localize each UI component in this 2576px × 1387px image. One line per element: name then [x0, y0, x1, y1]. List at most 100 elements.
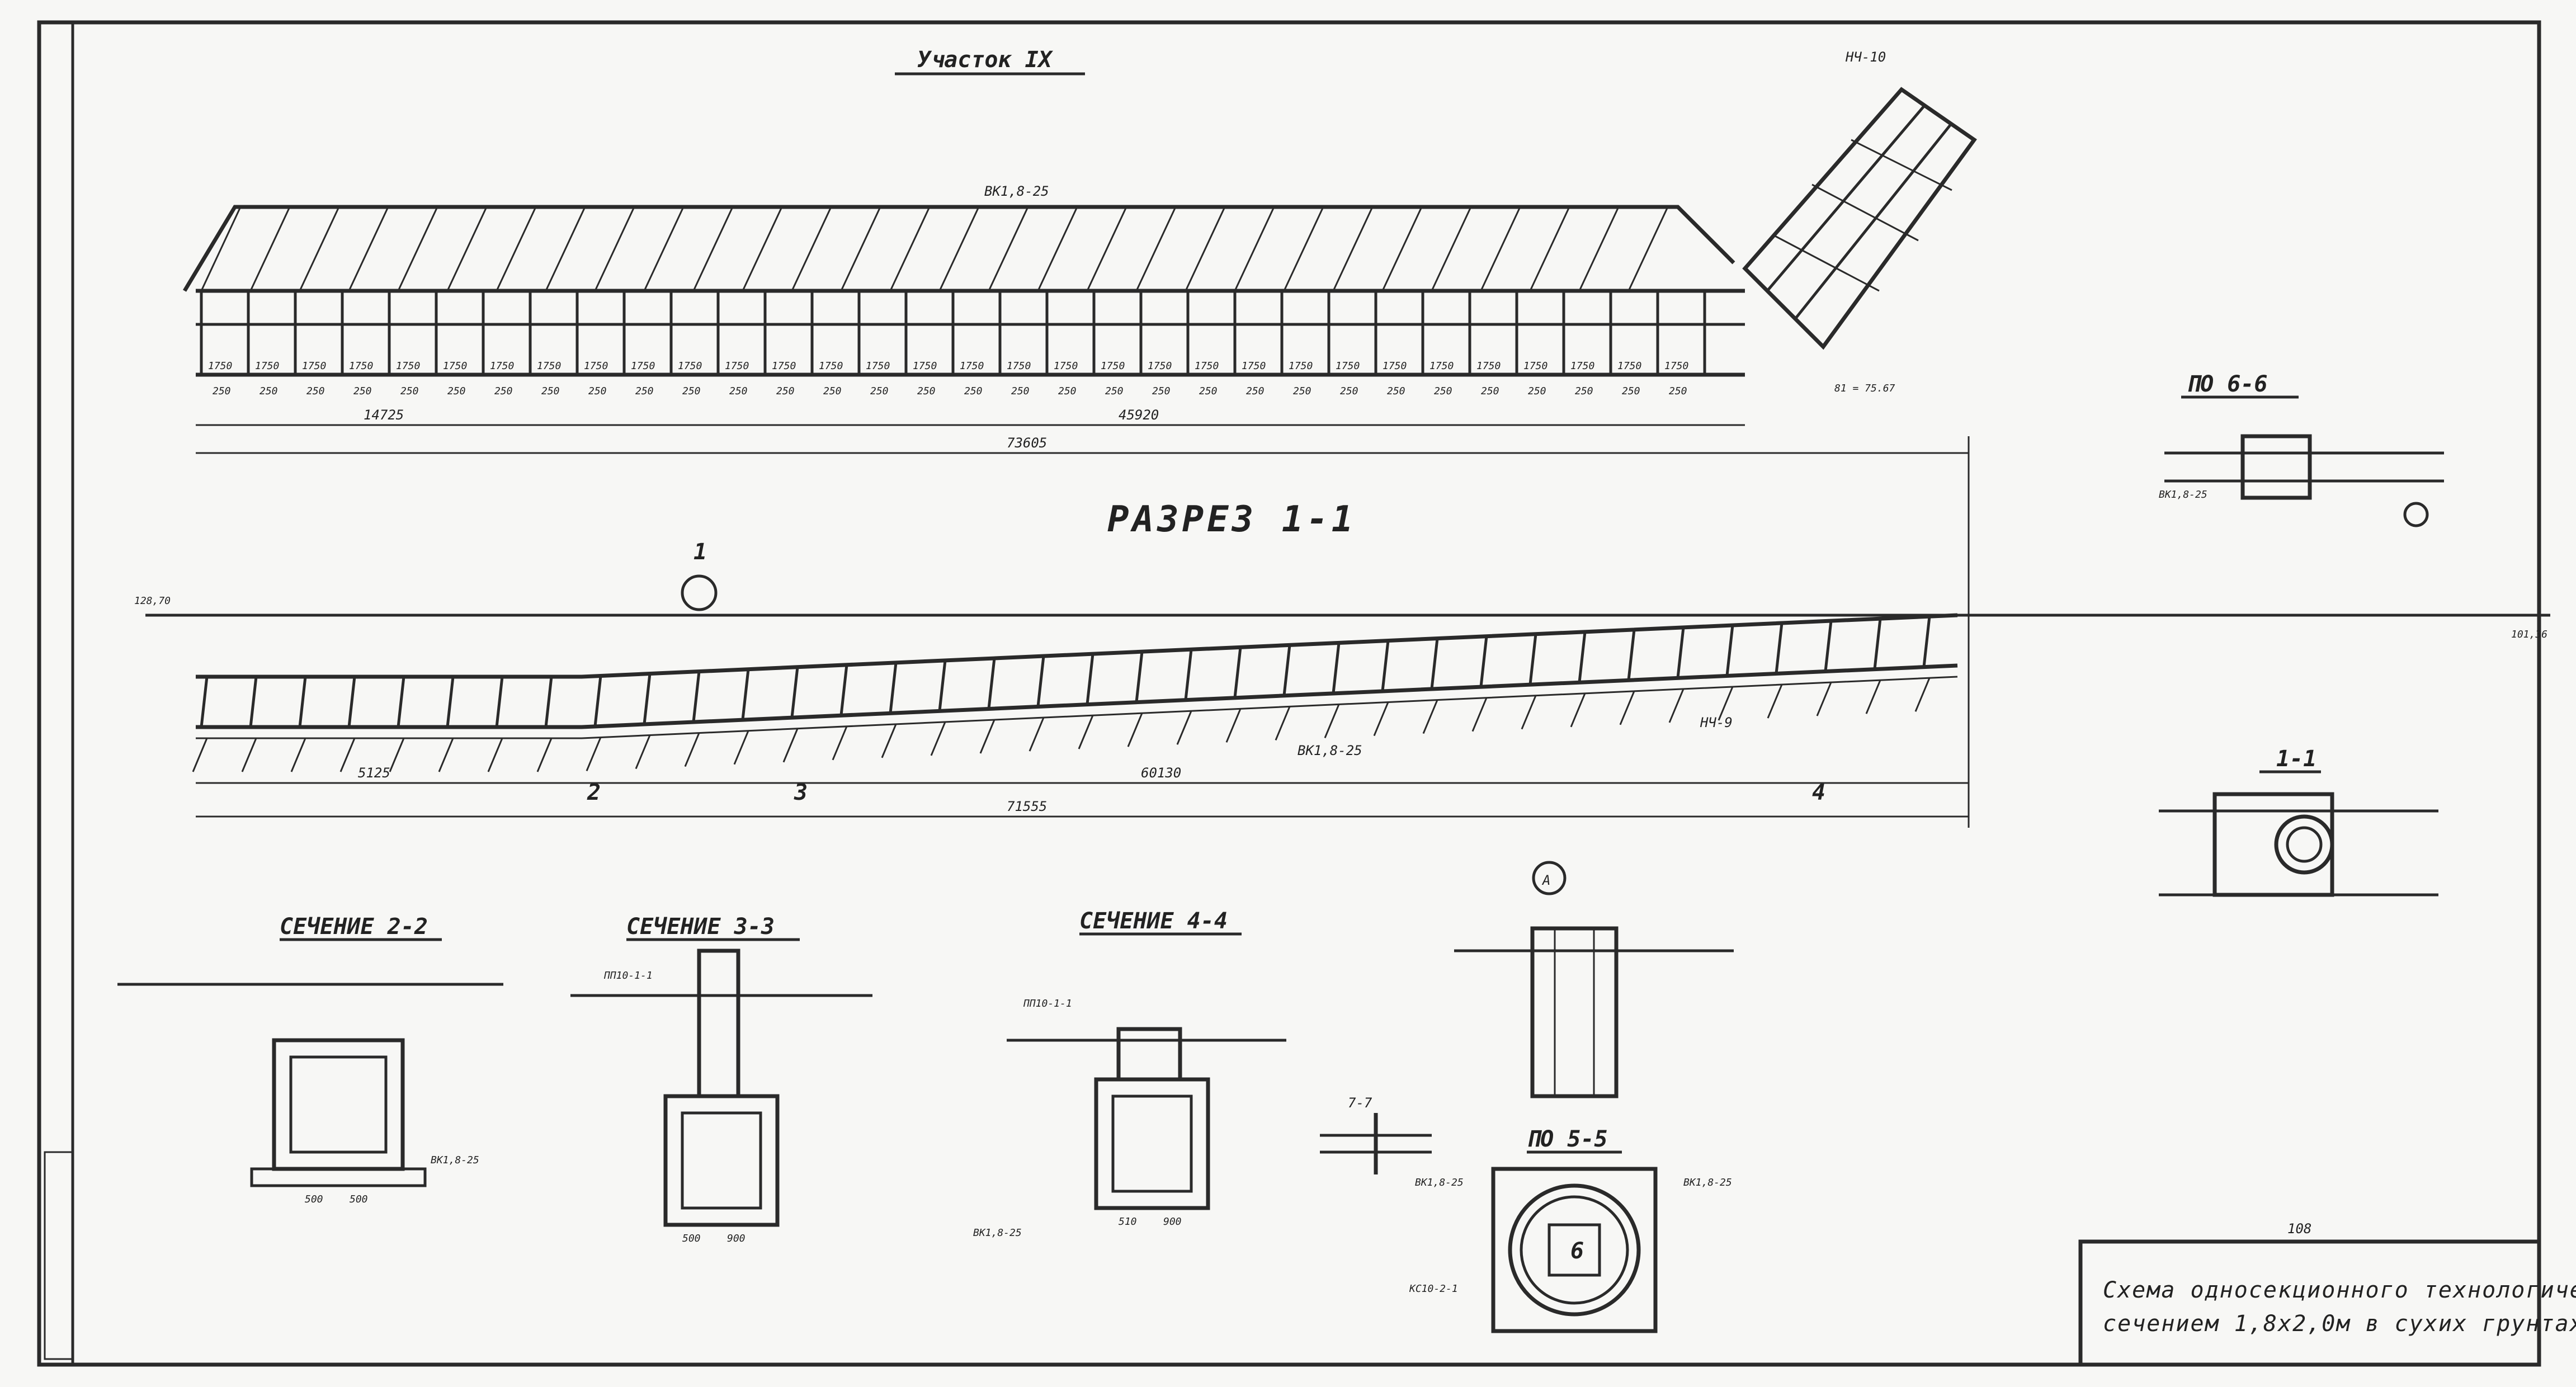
title-block: 108 Схема односекционного технологическо… [2078, 1221, 2576, 1367]
plan-gap-label: 250 [1575, 385, 1593, 397]
tunnel-pile [487, 738, 503, 772]
roof-hatch-line [397, 206, 438, 291]
plan-gap-label: 250 [776, 385, 795, 397]
plan-bay-label: 1750 [1289, 360, 1313, 372]
tunnel-pile [635, 734, 651, 770]
tunnel-segment [1282, 645, 1291, 696]
plan-gap-label: 250 [1011, 385, 1030, 397]
plan-bay-label: 1750 [819, 360, 843, 372]
tunnel-segment [397, 676, 405, 728]
plan-bay-label: 1750 [490, 360, 514, 372]
tunnel-pile [881, 724, 897, 758]
roof-hatch-line [1037, 206, 1078, 291]
profile-elev-right: 101,36 [2511, 629, 2547, 640]
plan-gap-label: 250 [588, 385, 607, 397]
tunnel-pile [733, 730, 749, 765]
tunnel-pile [979, 719, 996, 754]
tunnel-pile [1422, 700, 1438, 734]
s55-wall: КС10-2-1 [1409, 1283, 1458, 1295]
s66-block [2240, 434, 2312, 500]
plan-bay-label: 1750 [255, 360, 279, 372]
detail-7-7-title: 7-7 [1348, 1095, 1372, 1111]
cut-marker-circle [681, 574, 718, 611]
cut-marker-1: 1 [693, 539, 707, 565]
plan-bay-label: 1750 [1336, 360, 1360, 372]
profile-tunnel-invert [196, 676, 1958, 739]
cut-marker-4: 4 [1812, 780, 1825, 805]
s55-core [1548, 1223, 1601, 1277]
plan-mark-nch: НЧ-10 [1845, 49, 1886, 65]
title-line-1: Схема односекционного технологического т… [2103, 1277, 2576, 1303]
profile-mark-vk: ВК1,8-25 [1298, 743, 1362, 758]
profile-title: РАЗРЕЗ 1-1 [1107, 499, 1356, 540]
roof-hatch-line [249, 206, 291, 291]
sheet-frame [37, 20, 2541, 1367]
tunnel-segment [1086, 653, 1094, 705]
plan-bay-label: 1750 [1664, 360, 1688, 372]
s33-outer-box [663, 1094, 780, 1227]
tunnel-segment [1184, 649, 1193, 700]
s55-dim: 6 [1570, 1238, 1584, 1264]
tunnel-segment [1233, 647, 1242, 698]
roof-hatch-line [1086, 206, 1127, 291]
tunnel-pile [1176, 710, 1192, 745]
s11-ring-inner [2286, 826, 2323, 863]
tunnel-pile [1767, 684, 1783, 719]
tunnel-pile [1816, 682, 1832, 716]
profile-view: РАЗРЕЗ 1-1 128,70 101,36 НЧ-9 ВК1,8-25 1… [134, 436, 2550, 828]
roof-hatch-line [1529, 206, 1570, 291]
tunnel-segment [938, 660, 947, 711]
s55-mark-left: ВК1,8-25 [1415, 1177, 1464, 1188]
roof-hatch-line [200, 206, 242, 291]
plan-gap-label: 250 [917, 385, 936, 397]
s66-callout [2403, 502, 2429, 527]
section-5-5: ПО 5-5 6 ВК1,8-25 ВК1,8-25 КС10-2-1 [1409, 1126, 1732, 1333]
roof-hatch-line [988, 206, 1029, 291]
tunnel-segment [1135, 651, 1144, 702]
plan-gap-label: 250 [635, 385, 654, 397]
sheet-number: 108 [2287, 1221, 2311, 1237]
plan-bay-label: 1750 [1570, 360, 1594, 372]
section-2-2-title: СЕЧЕНИЕ 2-2 [280, 914, 428, 940]
plan-elev-right: 81 = 75.67 [1834, 383, 1895, 394]
plan-dimension-labels: 1750 250 1750 250 1750 250 1750 250 1750 250 1750 2… [208, 360, 1688, 397]
roof-hatch-line [938, 206, 980, 291]
profile-tunnel-roof [196, 613, 1958, 679]
section-3-3: СЕЧЕНИЕ 3-3 ПП10-1-1 500 900 [570, 914, 872, 1244]
s33-shaft [697, 949, 740, 1098]
tunnel-pile [1521, 695, 1537, 730]
plan-roof-outline [182, 205, 1735, 292]
plan-bay-label: 1750 [1429, 360, 1454, 372]
tunnel-pile [1275, 706, 1291, 740]
plan-gap-label: 250 [1481, 385, 1499, 397]
tunnel-segment [1824, 620, 1833, 672]
profile-dim-total: 71555 [1007, 799, 1047, 814]
plan-bay-label: 1750 [913, 360, 937, 372]
tunnel-pile [1127, 713, 1143, 747]
s22-dim-a: 500 [305, 1193, 323, 1205]
s44-dim-a: 510 [1119, 1216, 1137, 1228]
plan-bay-label: 1750 [1148, 360, 1172, 372]
plan-gap-label: 250 [1246, 385, 1265, 397]
section-5-5-title: ПО 5-5 [1527, 1126, 1608, 1152]
node-a-shaft [1530, 926, 1619, 1098]
section-2-2: СЕЧЕНИЕ 2-2 500 500 ВК1,8-25 [117, 914, 503, 1205]
plan-bay-label: 1750 [1523, 360, 1548, 372]
plan-view: 1750 250 1750 250 1750 250 1750 250 1750 250 1750 2… [182, 49, 1977, 454]
plan-gap-label: 250 [213, 385, 231, 397]
roof-hatch-line [299, 206, 340, 291]
s44-shaft [1116, 1027, 1182, 1082]
plan-bay-label: 1750 [772, 360, 796, 372]
tunnel-segment [249, 676, 258, 728]
roof-hatch-line [1185, 206, 1226, 291]
s33-dim-a: 500 [682, 1233, 701, 1244]
tunnel-pile [241, 738, 257, 772]
plan-bay-label: 1750 [537, 360, 561, 372]
tunnel-segment [1036, 655, 1045, 707]
plan-gap-label: 250 [729, 385, 748, 397]
plan-gap-label: 250 [447, 385, 466, 397]
plan-gap-label: 250 [1058, 385, 1077, 397]
tunnel-segment [544, 676, 553, 728]
s44-dim-b: 900 [1163, 1216, 1182, 1228]
tunnel-pile [290, 738, 306, 772]
